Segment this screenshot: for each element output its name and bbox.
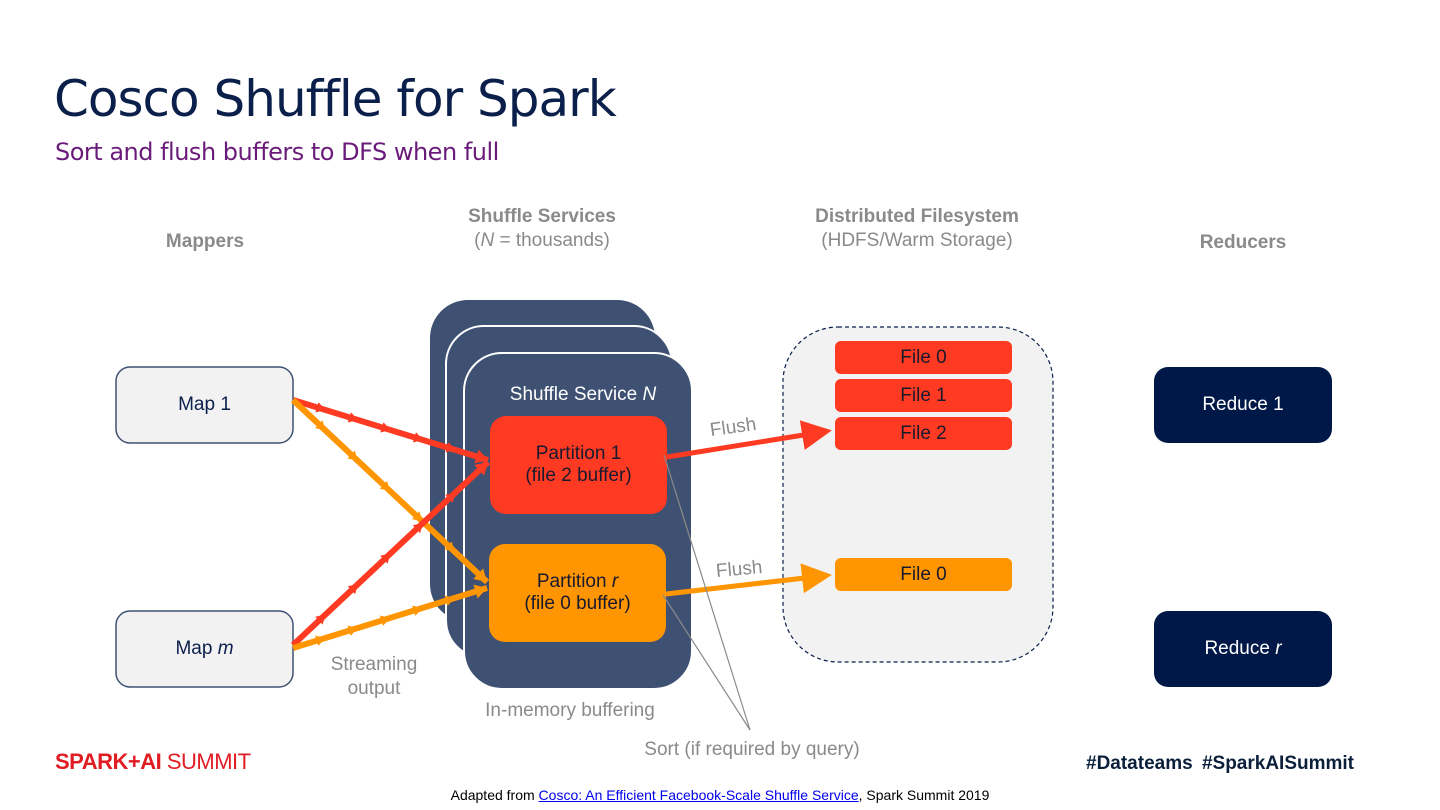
citation-suffix: , Spark Summit 2019 — [858, 787, 990, 803]
mapper-var: 1 — [220, 394, 231, 415]
citation-link[interactable]: Cosco: An Efficient Facebook-Scale Shuff… — [538, 787, 859, 803]
sort-pointer-line-2 — [662, 594, 751, 731]
dfs-file-orange-0[interactable] — [835, 558, 1012, 591]
streaming-arrows — [290, 397, 491, 651]
stream-chevron-icon — [412, 523, 423, 534]
streaming-line2: output — [347, 678, 401, 699]
slide-subtitle: Sort and flush buffers to DFS when full — [55, 138, 499, 166]
stream-chevron-icon — [444, 595, 455, 606]
reducer-box-1[interactable] — [1154, 367, 1332, 443]
stream-chevron-icon — [347, 625, 358, 636]
dfs-file-red-2[interactable] — [835, 417, 1012, 450]
flush-label-bottom: Flush — [715, 557, 764, 582]
partition-buffer-note: (file 0 buffer) — [524, 593, 631, 614]
dfs-file-red-2-label: File 2 — [900, 422, 947, 444]
partition-var: r — [611, 571, 619, 592]
in-memory-buffering-label: In-memory buffering — [485, 700, 655, 721]
dfs-file-red-1[interactable] — [835, 379, 1012, 412]
note-rest: = thousands) — [494, 230, 610, 251]
shuffle-service-label: Shuffle Service N — [464, 382, 702, 408]
stream-chevron-icon — [379, 615, 390, 626]
heading-reducers: Reducers — [1168, 231, 1318, 255]
stream-chevron-icon — [444, 541, 455, 552]
stream-chevron-icon — [347, 584, 358, 595]
stream-chevron-icon — [380, 553, 391, 564]
stream-chevron-icon — [412, 511, 423, 522]
reducer-label-text: Reduce — [1202, 394, 1274, 415]
heading-dfs-text: Distributed Filesystem — [815, 206, 1019, 227]
shuffle-service-var: N — [642, 384, 657, 405]
dfs-file-red-0-label: File 0 — [900, 346, 947, 368]
reducer-box-r[interactable] — [1154, 611, 1332, 687]
partition-1-label: Partition 1 (file 2 buffer) — [490, 416, 667, 514]
logo-light: SUMMIT — [161, 749, 251, 774]
sort-pointer-line-1 — [663, 454, 751, 731]
heading-shuffle-services-text: Shuffle Services — [468, 206, 616, 227]
mapper-box-1[interactable] — [115, 366, 294, 444]
partition-r-label: Partition r (file 0 buffer) — [489, 544, 666, 642]
dfs-container — [782, 326, 1054, 663]
reducer-label-text: Reduce — [1204, 638, 1276, 659]
stream-chevron-icon — [412, 605, 423, 616]
mapper-label-text: Map — [175, 638, 218, 659]
stream-chevron-icon — [379, 480, 390, 491]
stream-chevron-icon — [315, 402, 326, 413]
mapper-box-m[interactable] — [115, 610, 294, 688]
reducer-r-label: Reduce r — [1154, 611, 1332, 687]
stream-chevron-icon — [315, 420, 326, 431]
mapper-label-text: Map — [178, 394, 221, 415]
shuffle-service-label-text: Shuffle Service — [509, 384, 643, 405]
stream-chevron-icon — [412, 432, 423, 443]
dfs-file-red-1-label: File 1 — [900, 384, 947, 406]
citation-prefix: Adapted from — [450, 787, 539, 803]
heading-dfs: Distributed Filesystem (HDFS/Warm Storag… — [787, 205, 1047, 253]
dfs-file-orange-0-label: File 0 — [900, 563, 947, 585]
mapper-var: m — [217, 638, 234, 659]
partition-1-box[interactable] — [490, 416, 667, 514]
heading-reducers-text: Reducers — [1199, 232, 1287, 253]
partition-prefix: Partition — [536, 571, 612, 592]
streaming-output-label: Streaming output — [314, 653, 434, 701]
slide-title: Cosco Shuffle for Spark — [54, 70, 617, 128]
flush-arrow-orange — [665, 563, 832, 597]
dfs-file-red-0[interactable] — [835, 341, 1012, 374]
stream-chevron-icon — [474, 462, 488, 476]
logo-bold: SPARK+AI — [55, 749, 162, 774]
reducer-1-label: Reduce 1 — [1154, 367, 1332, 443]
heading-mappers-text: Mappers — [165, 231, 245, 252]
citation: Adapted from Cosco: An Efficient Faceboo… — [0, 787, 1440, 803]
partition-r-box[interactable] — [489, 544, 666, 642]
flush-arrow-red — [666, 420, 832, 460]
reducer-var: 1 — [1273, 394, 1284, 415]
heading-dfs-note: (HDFS/Warm Storage) — [821, 230, 1013, 251]
stream-chevron-icon — [380, 422, 391, 433]
sort-note-label: Sort (if required by query) — [644, 739, 860, 760]
spark-ai-summit-logo: SPARK+AI SUMMIT — [55, 749, 251, 775]
stream-chevron-icon — [473, 584, 487, 599]
stream-chevron-icon — [347, 450, 358, 461]
hashtags: #Datateams #SparkAISummit — [1086, 753, 1354, 774]
mapper-1-label: Map 1 — [116, 367, 293, 443]
heading-shuffle-services: Shuffle Services (N = thousands) — [432, 205, 652, 253]
partition-var: 1 — [610, 443, 622, 464]
reducer-var: r — [1275, 638, 1282, 659]
stream-chevron-icon — [474, 449, 488, 464]
partition-prefix: Partition — [535, 443, 611, 464]
stream-chevron-icon — [473, 568, 487, 582]
stream-chevron-icon — [445, 492, 456, 503]
stream-chevron-icon — [315, 635, 326, 646]
partition-buffer-note: (file 2 buffer) — [525, 465, 632, 486]
mapper-m-label: Map m — [116, 611, 293, 687]
paren-open: ( — [474, 230, 481, 251]
stream-chevron-icon — [445, 442, 456, 453]
var-n: N — [480, 230, 495, 251]
streaming-line1: Streaming — [330, 654, 418, 675]
stream-chevron-icon — [347, 412, 358, 423]
heading-mappers: Mappers — [130, 230, 280, 254]
stream-chevron-icon — [315, 614, 326, 625]
heading-shuffle-services-note: (N = thousands) — [474, 230, 610, 251]
